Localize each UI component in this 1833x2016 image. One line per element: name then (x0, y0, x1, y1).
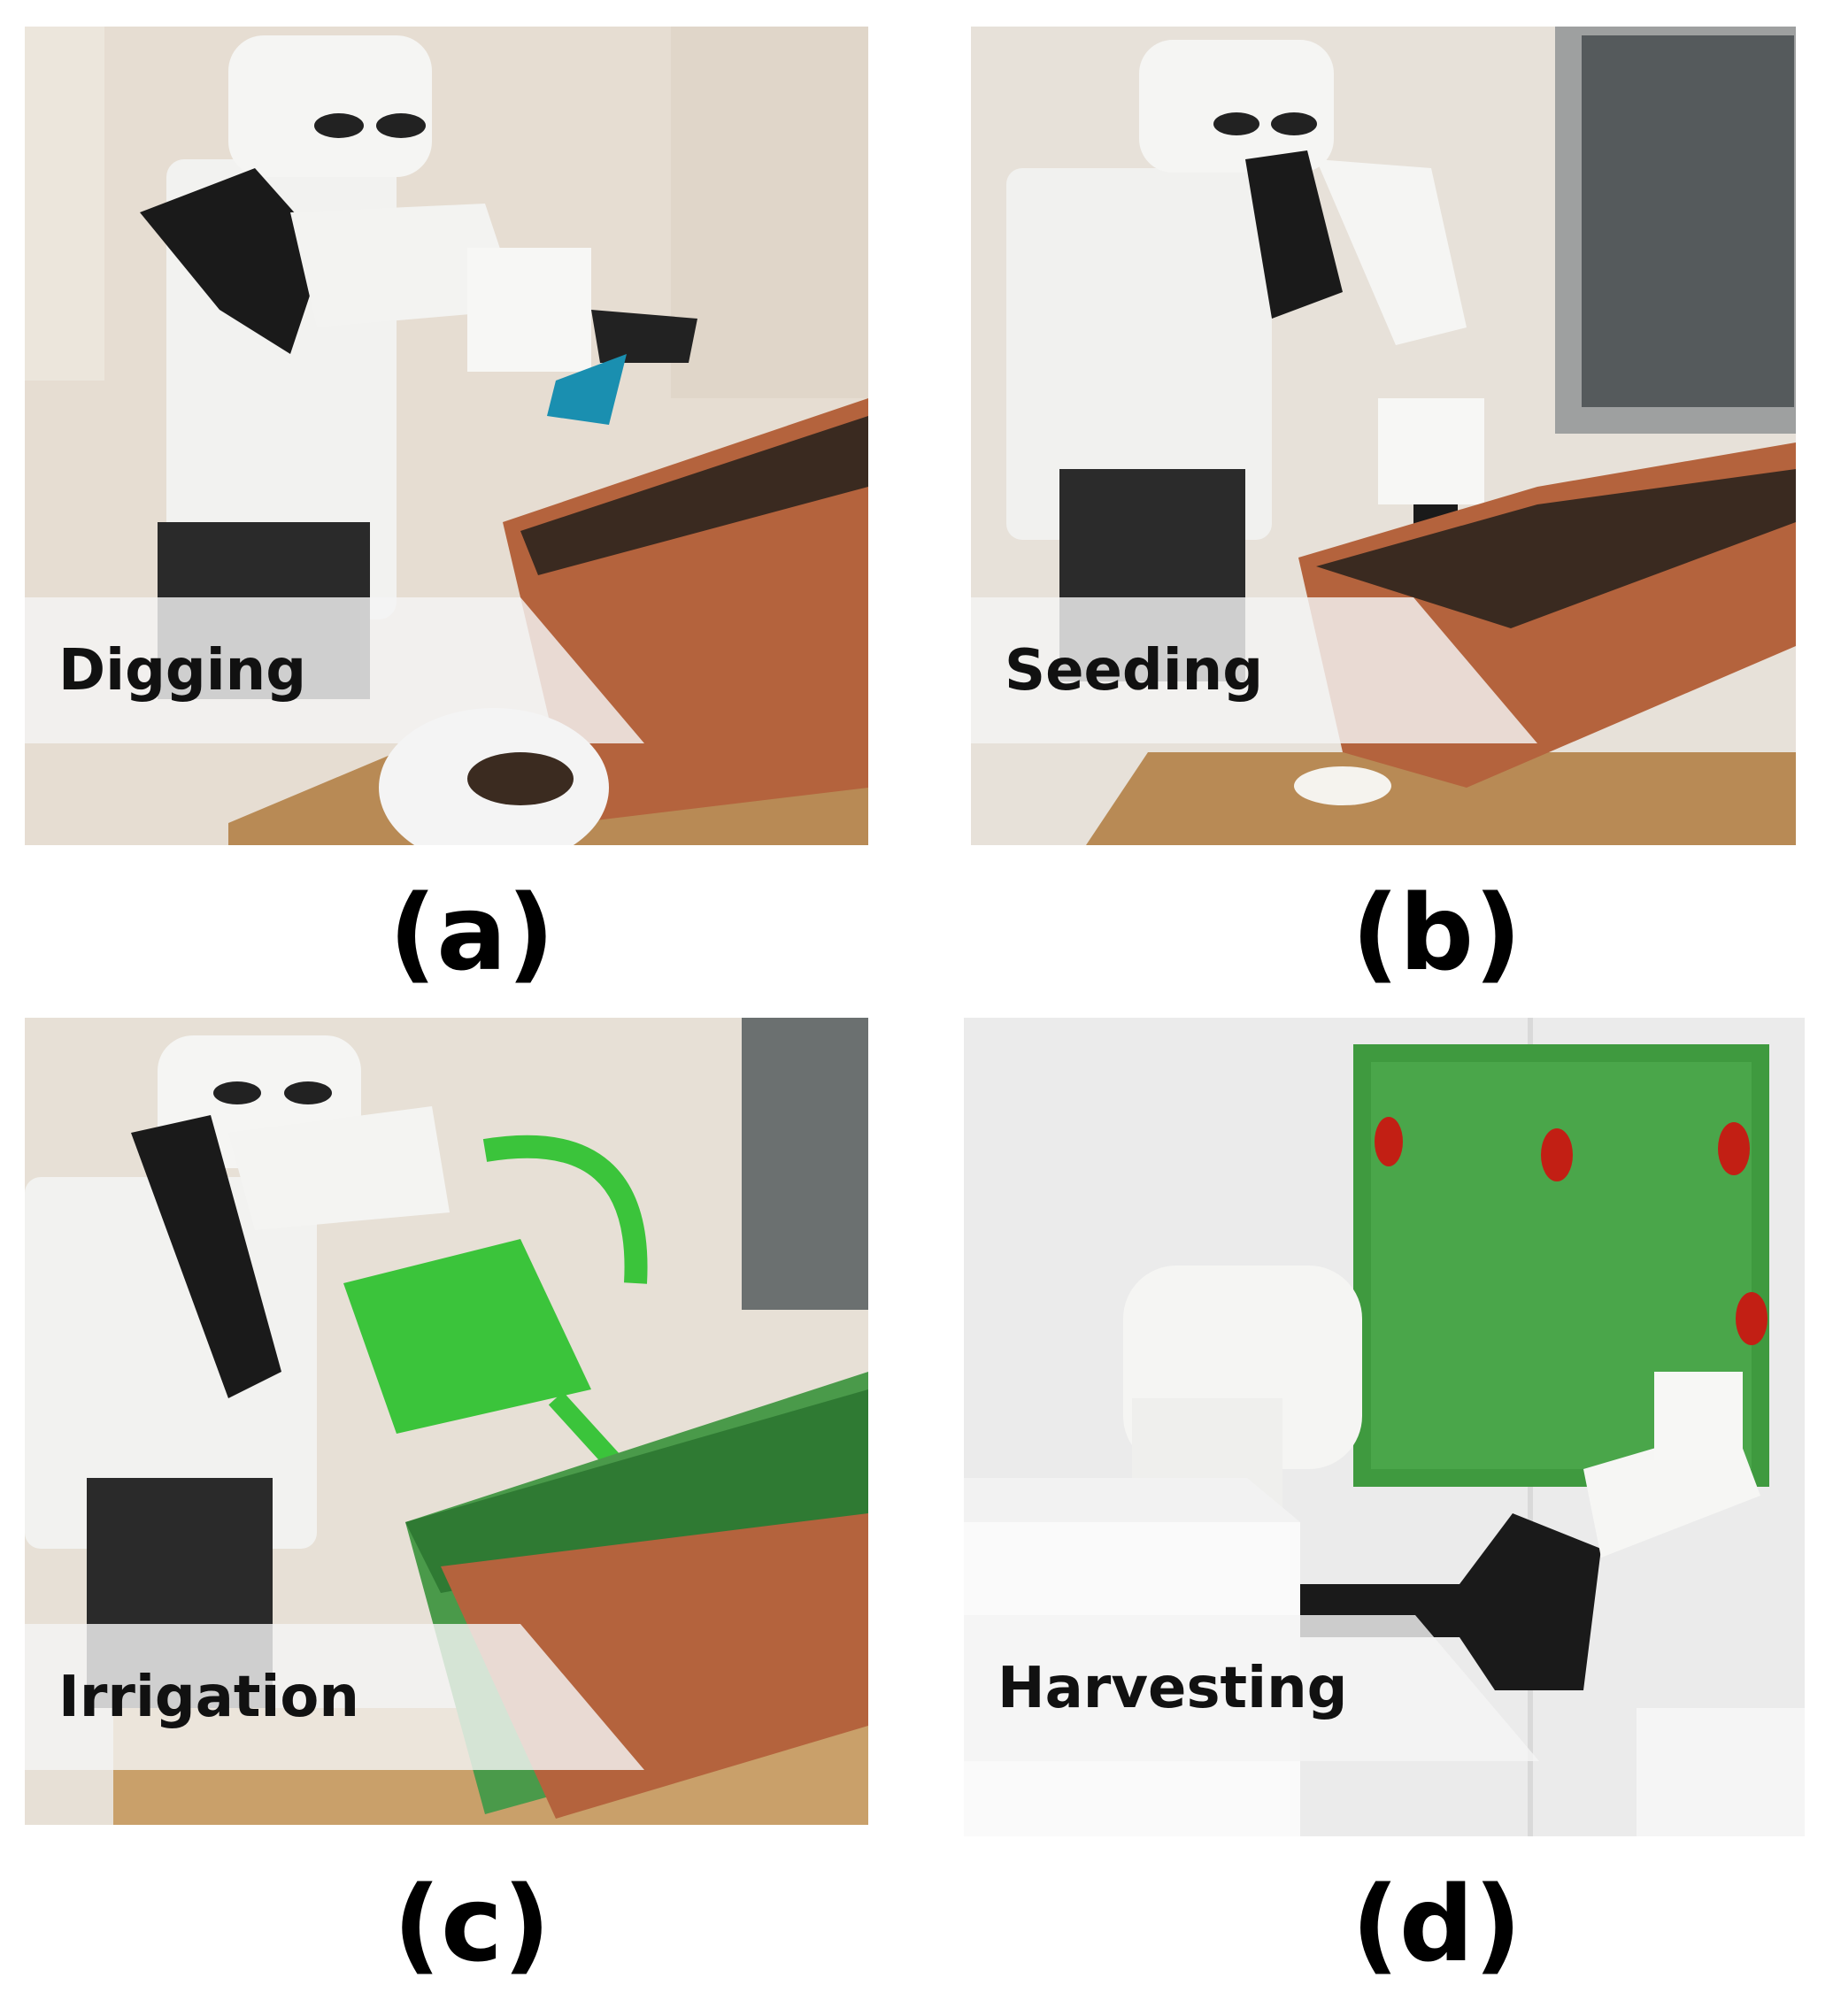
panel-caption: (b) (1351, 872, 1522, 994)
panel-caption: (a) (389, 872, 555, 994)
photo-panel-irrigation: Irrigation (25, 1018, 868, 1825)
task-label: Harvesting (997, 1656, 1348, 1721)
photo-panel-digging: Digging (25, 27, 868, 845)
panel-caption: (d) (1351, 1863, 1522, 1985)
photo-panel-harvesting: Harvesting (964, 1018, 1805, 1836)
task-label: Seeding (1005, 638, 1264, 704)
task-label: Irrigation (58, 1665, 359, 1730)
task-label: Digging (58, 638, 306, 704)
task-banner: Irrigation (25, 1624, 644, 1770)
task-banner: Seeding (971, 597, 1537, 743)
photo-panel-seeding: Seeding (971, 27, 1796, 845)
task-banner: Harvesting (964, 1615, 1539, 1761)
task-banner: Digging (25, 597, 644, 743)
panel-caption: (c) (393, 1863, 551, 1985)
